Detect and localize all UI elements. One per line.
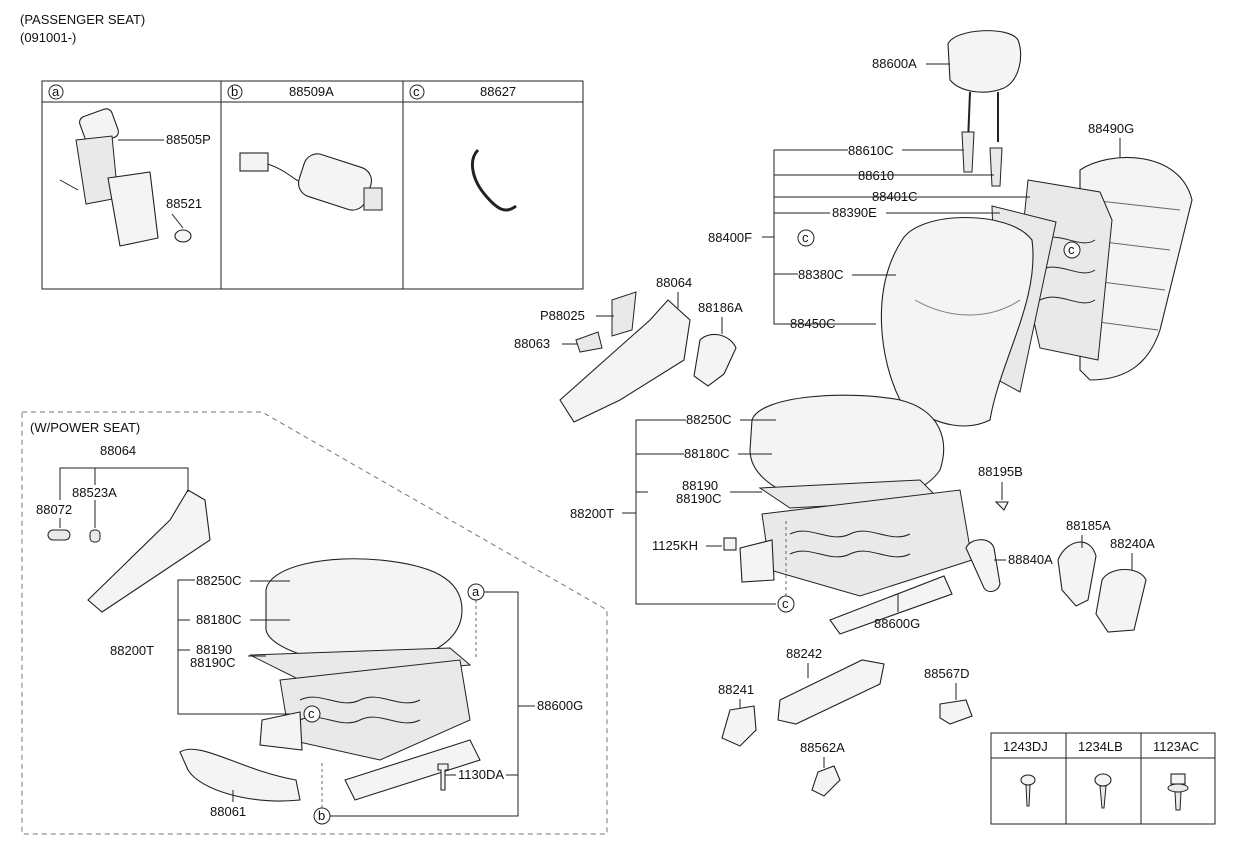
fastener-header-1: 1243DJ <box>1003 739 1048 754</box>
label-88063: 88063 <box>514 336 550 351</box>
screw-1243DJ-icon <box>1020 774 1036 807</box>
label-88241: 88241 <box>718 682 754 697</box>
back-frame-circle-c: c <box>1068 242 1075 257</box>
nut-1125KH-drawing <box>723 537 737 551</box>
motor-drawing <box>59 108 192 247</box>
label-1125KH: 1125KH <box>652 538 698 553</box>
ps-label-88064: 88064 <box>100 443 136 458</box>
ps-label-88523A: 88523A <box>72 485 117 500</box>
label-88840A: 88840A <box>1008 552 1053 567</box>
label-88190C: 88190C <box>676 491 722 506</box>
cap-88241-drawing <box>721 705 757 747</box>
inset-cell-c: c 88627 <box>409 84 516 100</box>
main-circle-c: c <box>782 596 789 611</box>
power-seat-title: (W/POWER SEAT) <box>30 420 140 435</box>
rail-parts: 88242 88241 88567D 88562A <box>718 646 973 797</box>
label-88064: 88064 <box>656 275 692 290</box>
clip-88523A-drawing <box>89 529 101 543</box>
fastener-header-3: 1123AC <box>1153 739 1199 754</box>
fastener-table: 1243DJ 1234LB 1123AC <box>990 732 1216 825</box>
clip-88063-drawing <box>575 331 603 353</box>
ps-label-88200T: 88200T <box>110 643 154 658</box>
main-cushion: 88250C 88180C 88190 88190C 88200T c 8819… <box>570 394 1053 635</box>
inset-cell-a: a <box>48 84 64 100</box>
ps-label-88190C: 88190C <box>190 655 236 670</box>
headrest-drawing <box>947 30 1022 93</box>
inset-table: a b 88509A c 88627 88505P 88521 <box>41 80 584 290</box>
power-seat-section: (W/POWER SEAT) 88064 88523A 88072 88250C… <box>21 411 608 835</box>
bolt-1123AC-icon <box>1167 773 1189 811</box>
guide-left-drawing <box>961 131 975 173</box>
ps-label-88250C: 88250C <box>196 573 242 588</box>
cover-88240A-drawing <box>1095 568 1147 633</box>
wire-clip-drawing <box>470 148 517 212</box>
back-assy-circle-c: c <box>802 230 809 245</box>
inset-cell-b: b 88509A <box>227 84 334 100</box>
bolt-88195B-drawing <box>994 501 1009 511</box>
label-88200T: 88200T <box>570 506 614 521</box>
inset-part-c: 88627 <box>480 84 516 99</box>
ps-circle-c: c <box>308 706 315 721</box>
diagram-date-range: (091001-) <box>20 30 76 45</box>
inset-letter-a: a <box>52 84 60 99</box>
label-88195B: 88195B <box>978 464 1023 479</box>
diagram-title: (PASSENGER SEAT) <box>20 12 145 27</box>
label-88562A: 88562A <box>800 740 845 755</box>
inset-letter-c: c <box>413 84 420 99</box>
ps-trim-drawing <box>179 748 301 802</box>
clip-P88025-drawing <box>611 291 637 337</box>
cover-88185A-drawing <box>1057 541 1097 607</box>
clip-88567D-drawing <box>939 699 973 725</box>
clip-88072-drawing <box>47 529 71 541</box>
label-88567D: 88567D <box>924 666 970 681</box>
label-88186A: 88186A <box>698 300 743 315</box>
ps-label-1130DA: 1130DA <box>458 767 504 782</box>
ps-label-88180C: 88180C <box>196 612 242 627</box>
label-88401C: 88401C <box>872 189 918 204</box>
side-covers: 88185A 88240A <box>1057 518 1155 633</box>
ps-bolt-drawing <box>437 763 449 791</box>
guide-right-drawing <box>989 147 1003 187</box>
inset-letter-b: b <box>231 84 238 99</box>
label-88610C: 88610C <box>848 143 894 158</box>
rail-88242-drawing <box>777 659 885 725</box>
ps-circle-b: b <box>318 808 325 823</box>
label-88185A: 88185A <box>1066 518 1111 533</box>
back-cushion-drawing <box>880 217 1034 427</box>
label-88600G: 88600G <box>874 616 920 631</box>
screw-1234LB-icon <box>1094 773 1112 809</box>
label-88600A: 88600A <box>872 56 917 71</box>
side-cover-drawing <box>87 489 211 613</box>
ps-label-88190: 88190 <box>196 642 232 657</box>
shield-group: 88064 P88025 88063 88186A <box>514 275 743 423</box>
label-88505P: 88505P <box>166 132 211 147</box>
label-88190: 88190 <box>682 478 718 493</box>
label-88521: 88521 <box>166 196 202 211</box>
label-88450C: 88450C <box>790 316 836 331</box>
label-88242: 88242 <box>786 646 822 661</box>
bracket-88186A-drawing <box>693 333 737 387</box>
shield-drawing <box>559 299 691 423</box>
label-88490G: 88490G <box>1088 121 1134 136</box>
main-seat-back: 88600A 88490G c 88610C 88610 88401C 883 <box>708 30 1193 427</box>
actuator-drawing <box>239 152 383 211</box>
label-88610: 88610 <box>858 168 894 183</box>
label-88390E: 88390E <box>832 205 877 220</box>
label-88250C: 88250C <box>686 412 732 427</box>
fastener-header-2: 1234LB <box>1078 739 1123 754</box>
ps-label-88072: 88072 <box>36 502 72 517</box>
inset-part-b: 88509A <box>289 84 334 99</box>
label-P88025: P88025 <box>540 308 585 323</box>
label-88400F: 88400F <box>708 230 752 245</box>
label-88180C: 88180C <box>684 446 730 461</box>
ps-label-88061: 88061 <box>210 804 246 819</box>
label-88240A: 88240A <box>1110 536 1155 551</box>
handle-88840A-drawing <box>965 539 1001 593</box>
cap-88562A-drawing <box>811 765 841 797</box>
label-88380C: 88380C <box>798 267 844 282</box>
ps-label-88600G: 88600G <box>537 698 583 713</box>
ps-circle-a: a <box>472 584 480 599</box>
